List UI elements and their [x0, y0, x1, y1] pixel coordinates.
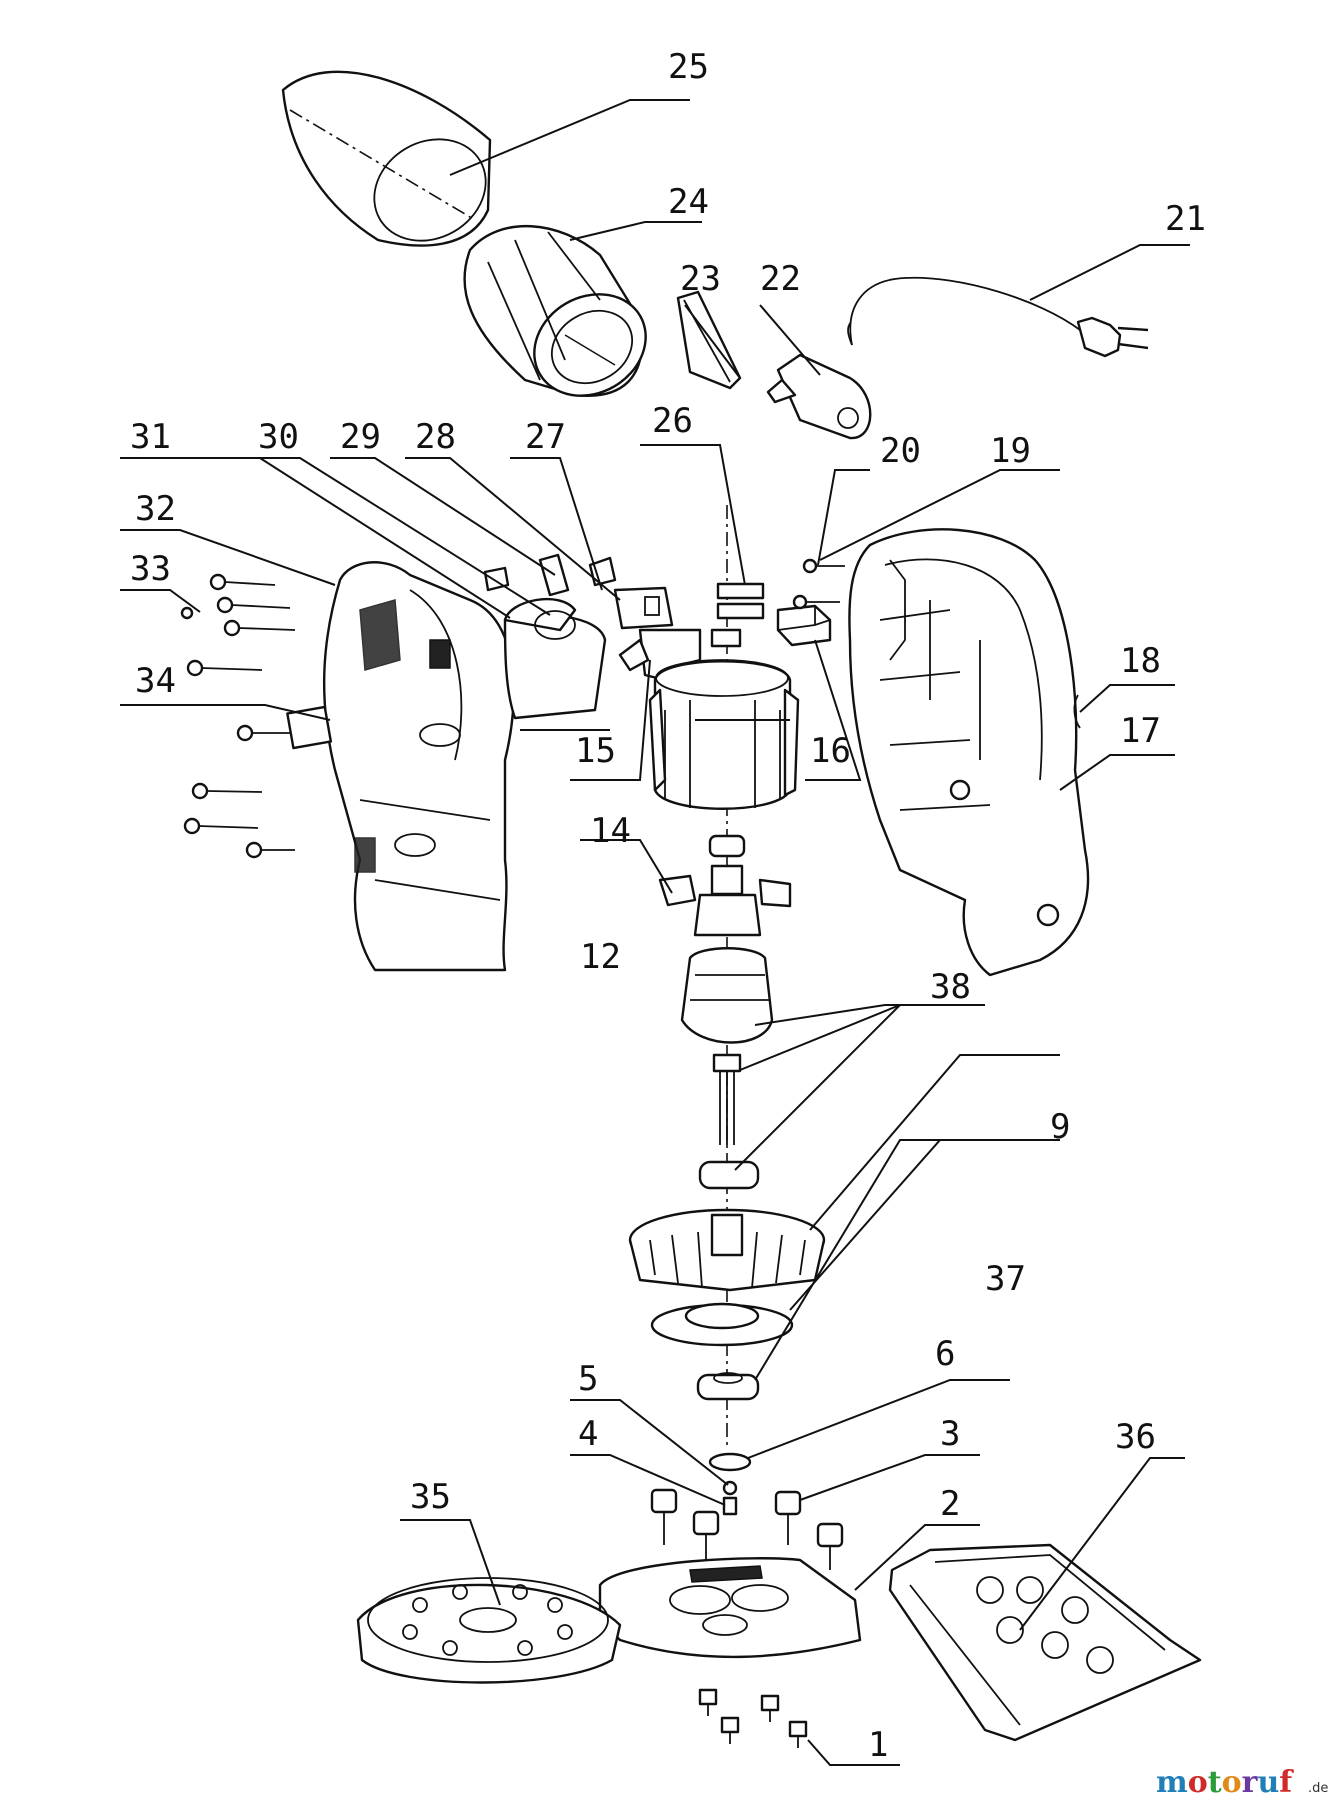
dampers — [650, 1488, 844, 1570]
label-35: 35 — [410, 1477, 451, 1517]
brush-holders — [710, 582, 765, 648]
sanding-plate — [888, 1543, 1202, 1742]
logo-letter-r: r — [1242, 1765, 1259, 1800]
label-29: 29 — [340, 417, 381, 457]
callout-numbers: 25 24 23 22 21 26 20 19 27 28 29 30 31 3… — [130, 47, 1206, 1765]
dust-adapter — [766, 353, 872, 440]
label-23: 23 — [680, 259, 721, 299]
label-22: 22 — [760, 259, 801, 299]
filter-cartridge — [463, 224, 647, 397]
screw-icon — [245, 841, 295, 859]
base-screws — [698, 1688, 808, 1748]
label-17: 17 — [1120, 711, 1161, 751]
label-27: 27 — [525, 417, 566, 457]
screw-icon — [183, 817, 259, 835]
logo-letter-f: f — [1279, 1765, 1294, 1800]
label-9: 9 — [1050, 1107, 1070, 1147]
label-24: 24 — [668, 182, 709, 222]
label-2: 2 — [940, 1484, 960, 1524]
screw-icon — [236, 724, 290, 742]
foam-block — [776, 604, 832, 647]
label-37: 37 — [985, 1259, 1026, 1299]
carbon-brush — [658, 874, 792, 908]
screw-icon — [223, 619, 296, 637]
label-15: 15 — [575, 731, 616, 771]
label-12: 12 — [580, 937, 621, 977]
screw-icon — [191, 782, 263, 800]
left-housing — [286, 561, 607, 972]
watermark-logo: motoruf .de — [1156, 1765, 1328, 1800]
base-plate — [598, 1557, 862, 1659]
label-1: 1 — [868, 1725, 888, 1765]
label-21: 21 — [1165, 199, 1206, 239]
label-32: 32 — [135, 489, 176, 529]
logo-letter-m: m — [1156, 1765, 1188, 1800]
label-31: 31 — [130, 417, 171, 457]
label-5: 5 — [578, 1359, 598, 1399]
logo-letter-o: o — [1188, 1765, 1208, 1800]
damper-icon — [692, 1510, 720, 1560]
logo-letter-t: t — [1208, 1765, 1222, 1800]
logo-letter-u: u — [1257, 1765, 1279, 1800]
screw-icon — [186, 659, 263, 677]
screw-icon — [720, 1716, 740, 1744]
svg-text:motoruf: motoruf — [1156, 1765, 1294, 1800]
label-16: 16 — [810, 731, 851, 771]
housing-screws-left — [180, 573, 296, 859]
bearing-seat — [650, 1302, 794, 1401]
label-33: 33 — [130, 549, 171, 589]
label-18: 18 — [1120, 641, 1161, 681]
screw-icon — [802, 558, 845, 574]
field-housing — [648, 659, 800, 810]
label-4: 4 — [578, 1414, 598, 1454]
label-34: 34 — [135, 661, 176, 701]
armature — [680, 834, 774, 1145]
leader-lines — [120, 99, 1190, 1766]
damper-icon — [774, 1490, 802, 1545]
label-3: 3 — [940, 1414, 960, 1454]
screw-icon — [760, 1694, 780, 1722]
logo-tld: .de — [1308, 1781, 1328, 1796]
power-cord — [847, 276, 1149, 358]
bearing-lower — [698, 1160, 760, 1190]
right-housing — [848, 528, 1090, 977]
damper-icon — [816, 1522, 844, 1570]
label-19: 19 — [990, 431, 1031, 471]
clip — [1073, 694, 1081, 729]
label-6: 6 — [935, 1334, 955, 1374]
label-20: 20 — [880, 431, 921, 471]
screw-icon — [792, 594, 840, 610]
switch-parts — [483, 553, 702, 682]
screw-icon — [698, 1688, 718, 1716]
fan — [628, 1208, 826, 1292]
label-25: 25 — [668, 47, 709, 87]
label-28: 28 — [415, 417, 456, 457]
round-sanding-pad — [356, 1577, 622, 1684]
washer-and-screw — [708, 1452, 752, 1516]
logo-letter-o2: o — [1222, 1765, 1242, 1800]
screw-icon — [209, 573, 276, 591]
damper-icon — [650, 1488, 678, 1545]
label-26: 26 — [652, 401, 693, 441]
screw-icon — [216, 596, 291, 614]
label-38: 38 — [930, 967, 971, 1007]
housing-screws-right — [792, 558, 845, 610]
dust-container — [281, 70, 492, 247]
screw-icon — [788, 1720, 808, 1748]
label-36: 36 — [1115, 1417, 1156, 1457]
label-14: 14 — [590, 811, 631, 851]
label-30: 30 — [258, 417, 299, 457]
